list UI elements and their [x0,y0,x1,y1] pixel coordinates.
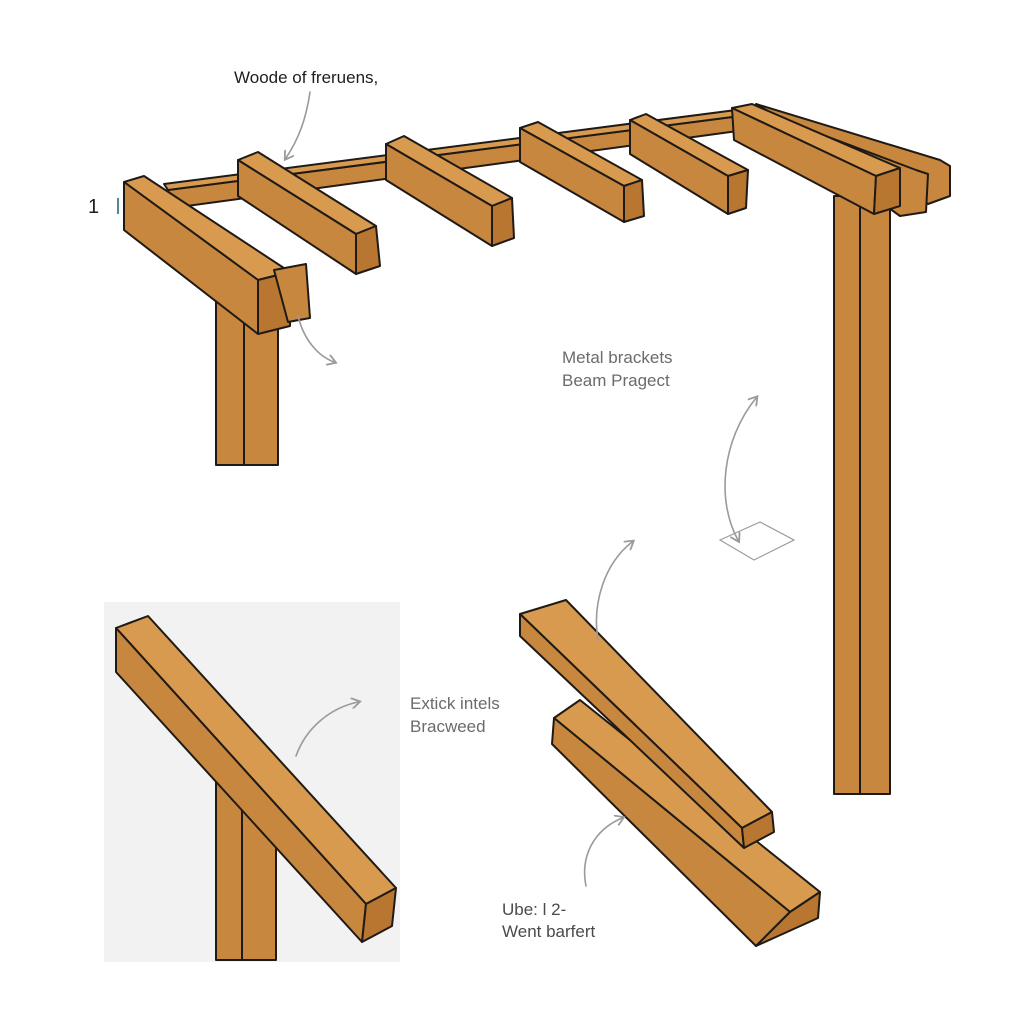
ube-label-line2: Went barfert [502,922,596,941]
extick-label-line2: Bracweed [410,717,486,736]
metal-bracket-plate [718,521,796,561]
arrow-metal-brackets [724,398,756,540]
extick-label-line1: Extick intels [410,694,500,713]
metal-brackets-label-line1: Metal brackets [562,348,673,367]
loose-board-lower-end [755,891,821,947]
left-header-cap [273,263,311,323]
inset-brace-end [361,887,397,943]
ube-label-line1: Ube: l 2- [502,900,567,919]
metal-brackets-label-line2: Beam Pragect [562,371,670,390]
arrow-loose-board [595,542,632,641]
arrow-to-rafter [286,91,311,158]
right-header-board-end [873,167,901,215]
rafter-1-end [355,225,381,275]
rafter-4-end [727,169,749,215]
arrow-from-header [297,315,334,362]
rafter-2-end [491,197,515,247]
corner-number: 1 [88,196,100,218]
arrow-inset-brace [295,702,358,757]
rafter-3-end [623,179,645,223]
right-post [833,195,891,795]
arrow-lower-board [583,818,622,887]
loose-board-upper-end [741,811,775,849]
top-caption: Woode of freruens, [234,68,379,87]
